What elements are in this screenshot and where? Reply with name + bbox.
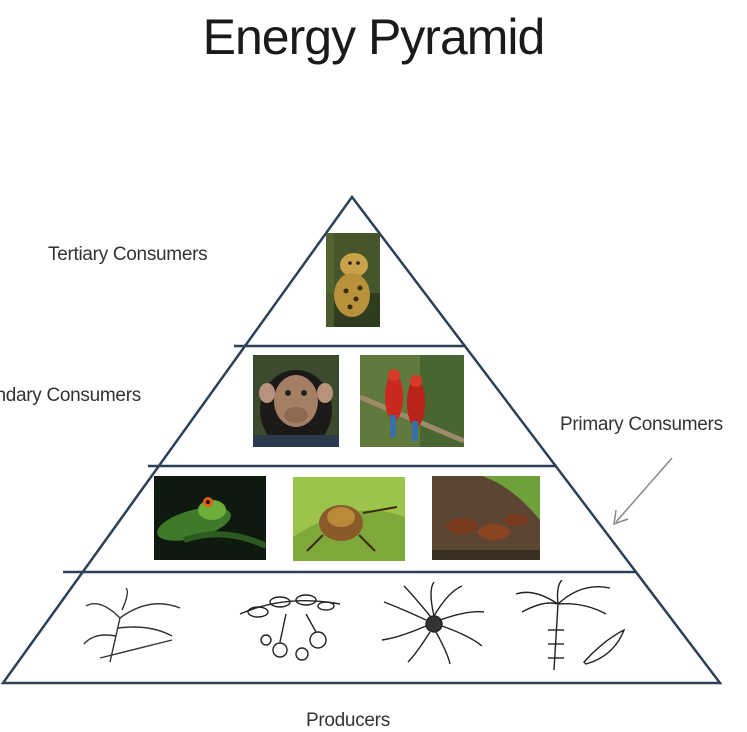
- jaguar-photo: [326, 233, 380, 327]
- macaws-photo: [360, 355, 464, 447]
- secondary-consumers-label: condary Consumers: [0, 385, 141, 406]
- pointer-arrow: [613, 457, 673, 526]
- flower-sketch: [381, 581, 485, 665]
- producers-label: Producers: [306, 710, 390, 731]
- beetle-photo: [293, 477, 405, 561]
- primary-consumers-label: Primary Consumers: [560, 414, 723, 435]
- tertiary-consumers-label: Tertiary Consumers: [48, 244, 208, 265]
- diagram-title: Energy Pyramid: [202, 9, 546, 65]
- chimpanzee-photo: [253, 355, 339, 447]
- ants-photo: [432, 476, 540, 560]
- plant-sketch-1: [83, 588, 181, 663]
- plant-sketch-2: [239, 594, 341, 661]
- tree-frog-photo: [154, 476, 266, 560]
- palm-sketch: [515, 580, 626, 671]
